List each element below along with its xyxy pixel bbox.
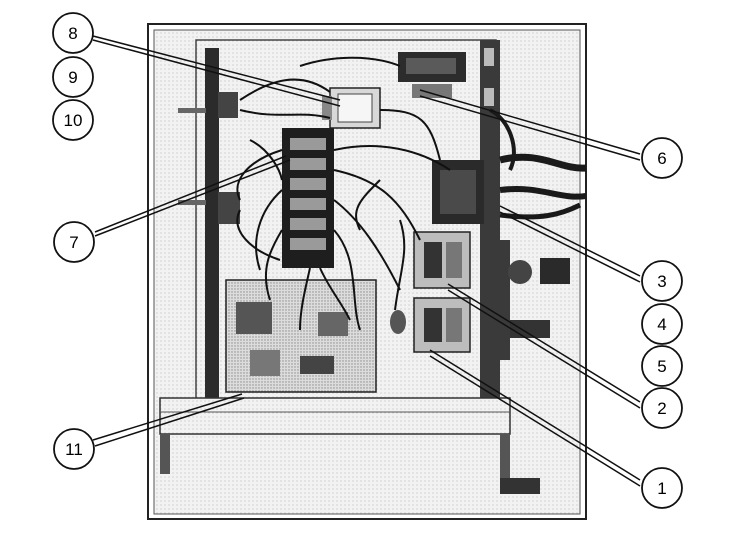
callout-label: 6: [657, 149, 666, 168]
callout-label: 5: [657, 357, 666, 376]
callout-5: 5: [641, 345, 683, 387]
callout-label: 4: [657, 315, 666, 334]
callout-9: 9: [52, 56, 94, 98]
callout-8: 8: [52, 12, 94, 54]
callout-2: 2: [641, 387, 683, 429]
contactor: [432, 160, 484, 224]
terminal-block: [282, 128, 334, 268]
callout-label: 3: [657, 272, 666, 291]
callout-6: 6: [641, 137, 683, 179]
leader-11: [92, 393, 243, 441]
callout-10: 10: [52, 99, 94, 141]
callout-4: 4: [641, 303, 683, 345]
callout-3: 3: [641, 260, 683, 302]
leader-3: [499, 205, 641, 277]
callout-label: 9: [68, 68, 77, 87]
relays: [390, 231, 471, 353]
callout-label: 7: [69, 233, 78, 252]
leader-2: [447, 283, 641, 403]
callout-label: 2: [657, 399, 666, 418]
callout-label: 10: [64, 111, 83, 130]
callout-label: 8: [68, 24, 77, 43]
transformer: [322, 87, 381, 129]
top-right-component: [398, 52, 466, 98]
leader-1: [429, 349, 641, 481]
control-board: [225, 279, 377, 393]
callout-label: 11: [65, 440, 83, 459]
base-shelf: [159, 397, 540, 494]
callout-label: 1: [657, 479, 666, 498]
callout-1: 1: [641, 467, 683, 509]
leader-7: [94, 155, 287, 233]
leader-lines: [92, 35, 641, 487]
leader-6: [419, 89, 641, 155]
callout-11: 11: [53, 428, 95, 470]
wiring: [236, 56, 451, 331]
left-components: [178, 92, 240, 224]
callout-7: 7: [53, 221, 95, 263]
leader-8: [92, 35, 341, 101]
